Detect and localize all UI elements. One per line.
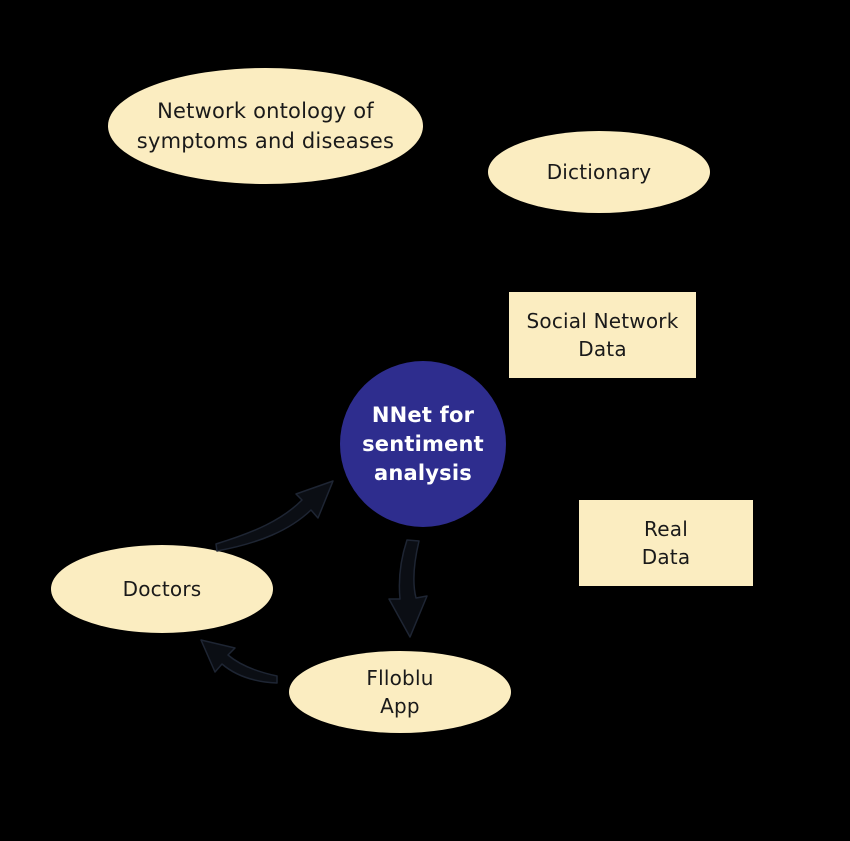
social-network-data-node: Social Network Data (509, 292, 696, 378)
doctors-node: Doctors (51, 545, 273, 633)
flloblu-app-label: Flloblu App (366, 666, 434, 718)
ontology-label: Network ontology of symptoms and disease… (136, 99, 395, 153)
dictionary-label: Dictionary (546, 160, 652, 184)
arrow-nnet-to-app (388, 539, 428, 638)
doctors-label: Doctors (122, 577, 202, 601)
ontology-node: Network ontology of symptoms and disease… (108, 68, 423, 184)
real-data-node: Real Data (579, 500, 753, 586)
real-data-label: Real Data (641, 517, 691, 569)
nnet-sentiment-label: NNet for sentiment analysis (362, 402, 484, 485)
flloblu-app-node: Flloblu App (289, 651, 511, 733)
arrow-doctors-to-nnet (215, 480, 334, 552)
social-network-data-label: Social Network Data (526, 309, 679, 361)
nnet-sentiment-node: NNet for sentiment analysis (340, 361, 506, 527)
dictionary-node: Dictionary (488, 131, 710, 213)
arrow-app-to-doctors (200, 639, 278, 684)
